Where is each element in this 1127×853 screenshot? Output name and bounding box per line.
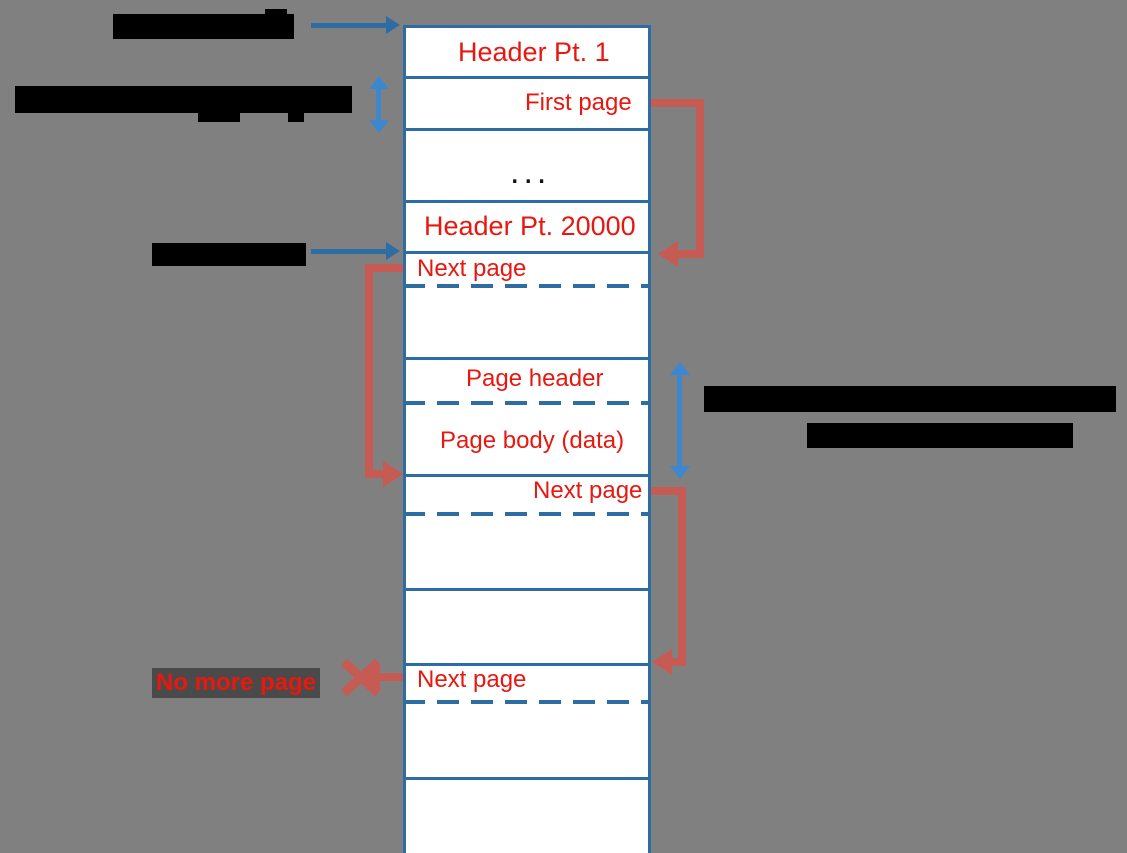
link-arrow-3-head bbox=[652, 649, 672, 675]
row-divider-dashed-3 bbox=[403, 512, 651, 516]
redacted-label-header-end bbox=[152, 243, 306, 266]
row-divider-7 bbox=[403, 588, 651, 591]
link-arrow-2-top bbox=[365, 264, 417, 272]
pointer-line-header-end bbox=[311, 249, 391, 254]
pointer-arrowhead-top bbox=[386, 16, 400, 34]
row-divider-dashed-1 bbox=[403, 284, 651, 288]
row-divider-6 bbox=[403, 474, 651, 477]
redacted-label-header-size bbox=[15, 86, 352, 113]
file-structure-column bbox=[403, 25, 651, 853]
header-span-arrow-line bbox=[376, 86, 381, 122]
page-span-arrow-down bbox=[670, 466, 690, 479]
pointer-arrowhead-header-end bbox=[386, 242, 400, 260]
row-divider-4 bbox=[403, 251, 651, 254]
redacted-annotation-line-1 bbox=[704, 386, 1116, 412]
row-divider-1 bbox=[403, 76, 651, 79]
row-divider-dashed-4 bbox=[403, 700, 651, 704]
link-arrow-1-top bbox=[618, 99, 704, 107]
no-more-page-x-icon bbox=[338, 656, 384, 697]
row-divider-dashed-2 bbox=[403, 401, 651, 405]
link-arrow-2-left bbox=[365, 264, 373, 474]
page-span-arrow-up bbox=[670, 362, 690, 375]
link-arrow-1-head bbox=[658, 241, 678, 267]
row-label-header-pt-1: Header Pt. 1 bbox=[458, 37, 610, 67]
redacted-label-header-size-tail2 bbox=[288, 113, 304, 122]
link-arrow-2-bottom bbox=[365, 470, 390, 478]
header-span-arrow-down bbox=[369, 120, 389, 133]
row-label-header-pt-20000: Header Pt. 20000 bbox=[424, 211, 636, 241]
row-divider-3 bbox=[403, 200, 651, 203]
row-divider-5 bbox=[403, 357, 651, 360]
redacted-label-header-size-tail bbox=[198, 113, 240, 122]
link-arrow-2-head bbox=[383, 461, 403, 487]
link-arrow-1-bottom bbox=[676, 250, 704, 258]
redacted-label-file-header-tail bbox=[265, 9, 287, 16]
link-arrow-3-top bbox=[634, 487, 686, 495]
row-label-ellipsis: ... bbox=[510, 153, 551, 191]
page-span-arrow-line bbox=[677, 373, 682, 468]
header-span-arrow-up bbox=[369, 76, 389, 89]
link-arrow-4-line bbox=[378, 673, 416, 681]
row-label-next-page-3: Next page bbox=[417, 666, 527, 693]
row-label-page-header: Page header bbox=[466, 365, 604, 392]
redacted-label-file-header bbox=[113, 14, 294, 39]
link-arrow-1-right bbox=[696, 99, 704, 254]
row-divider-8 bbox=[403, 663, 651, 666]
no-more-page-label: No more page bbox=[152, 668, 321, 698]
row-label-page-body: Page body (data) bbox=[440, 427, 625, 454]
pointer-line-top bbox=[311, 23, 391, 28]
row-divider-9 bbox=[403, 777, 651, 780]
row-label-first-page: First page bbox=[525, 89, 632, 116]
row-label-next-page-2: Next page bbox=[533, 477, 643, 504]
link-arrow-3-bottom bbox=[670, 658, 686, 666]
row-label-next-page-1: Next page bbox=[417, 255, 527, 282]
redacted-annotation-line-2 bbox=[807, 423, 1073, 448]
link-arrow-3-right bbox=[678, 487, 686, 662]
row-divider-2 bbox=[403, 128, 651, 131]
